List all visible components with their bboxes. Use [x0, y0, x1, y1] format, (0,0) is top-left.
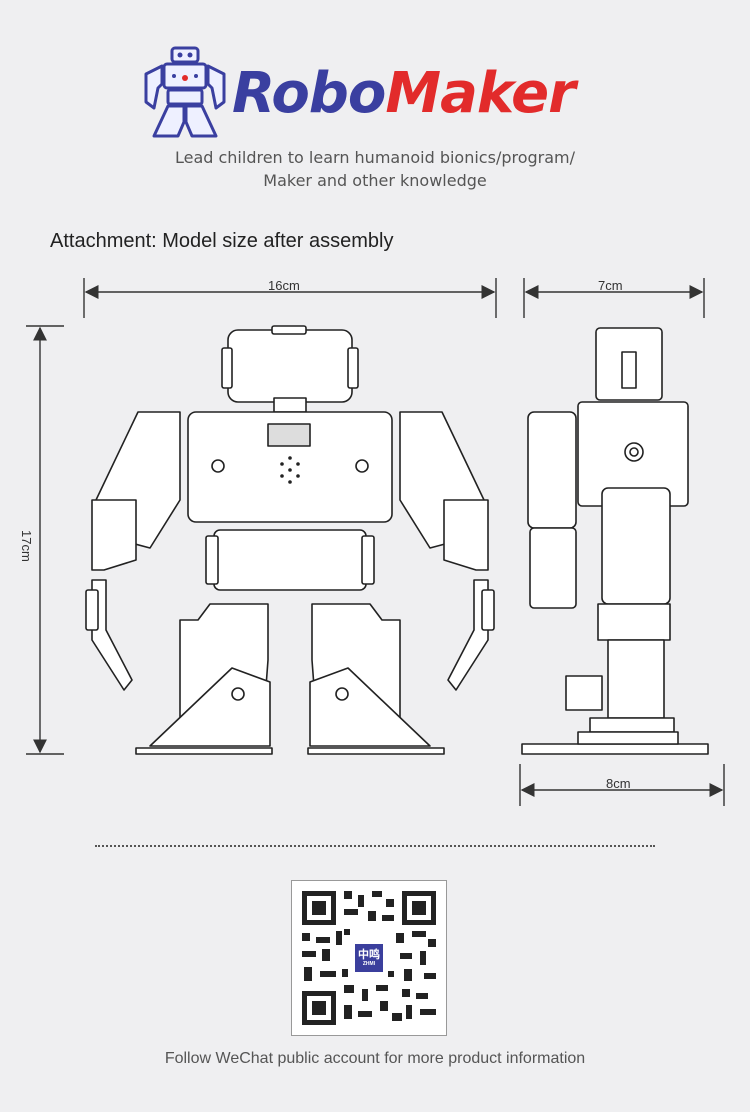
brand-name: RoboMaker	[232, 61, 576, 126]
brand-part1: Robo	[232, 61, 386, 126]
tagline-line2: Maker and other knowledge	[263, 171, 487, 190]
front-view-robot	[85, 325, 495, 755]
base-depth-label: 8cm	[606, 776, 631, 791]
qr-brand-logo: 中鸣 ZHMI	[353, 942, 385, 974]
tagline: Lead children to learn humanoid bionics/…	[0, 146, 750, 192]
front-width-label: 16cm	[268, 278, 300, 293]
robot-mascot-icon	[144, 46, 226, 138]
attachment-title: Attachment: Model size after assembly	[50, 230, 394, 252]
logo	[140, 44, 230, 140]
qr-logo-sub: ZHMI	[362, 960, 376, 967]
divider	[95, 845, 655, 849]
qr-pattern-icon	[302, 891, 436, 1025]
side-depth-label: 7cm	[598, 278, 623, 293]
brand-part2: Maker	[385, 61, 575, 126]
assembly-diagram	[26, 278, 725, 806]
qr-logo-text: 中鸣	[358, 948, 380, 961]
side-view-robot	[521, 327, 709, 755]
footer-text: Follow WeChat public account for more pr…	[164, 1050, 586, 1067]
height-label: 17cm	[19, 530, 34, 562]
tagline-line1: Lead children to learn humanoid bionics/…	[174, 148, 576, 167]
